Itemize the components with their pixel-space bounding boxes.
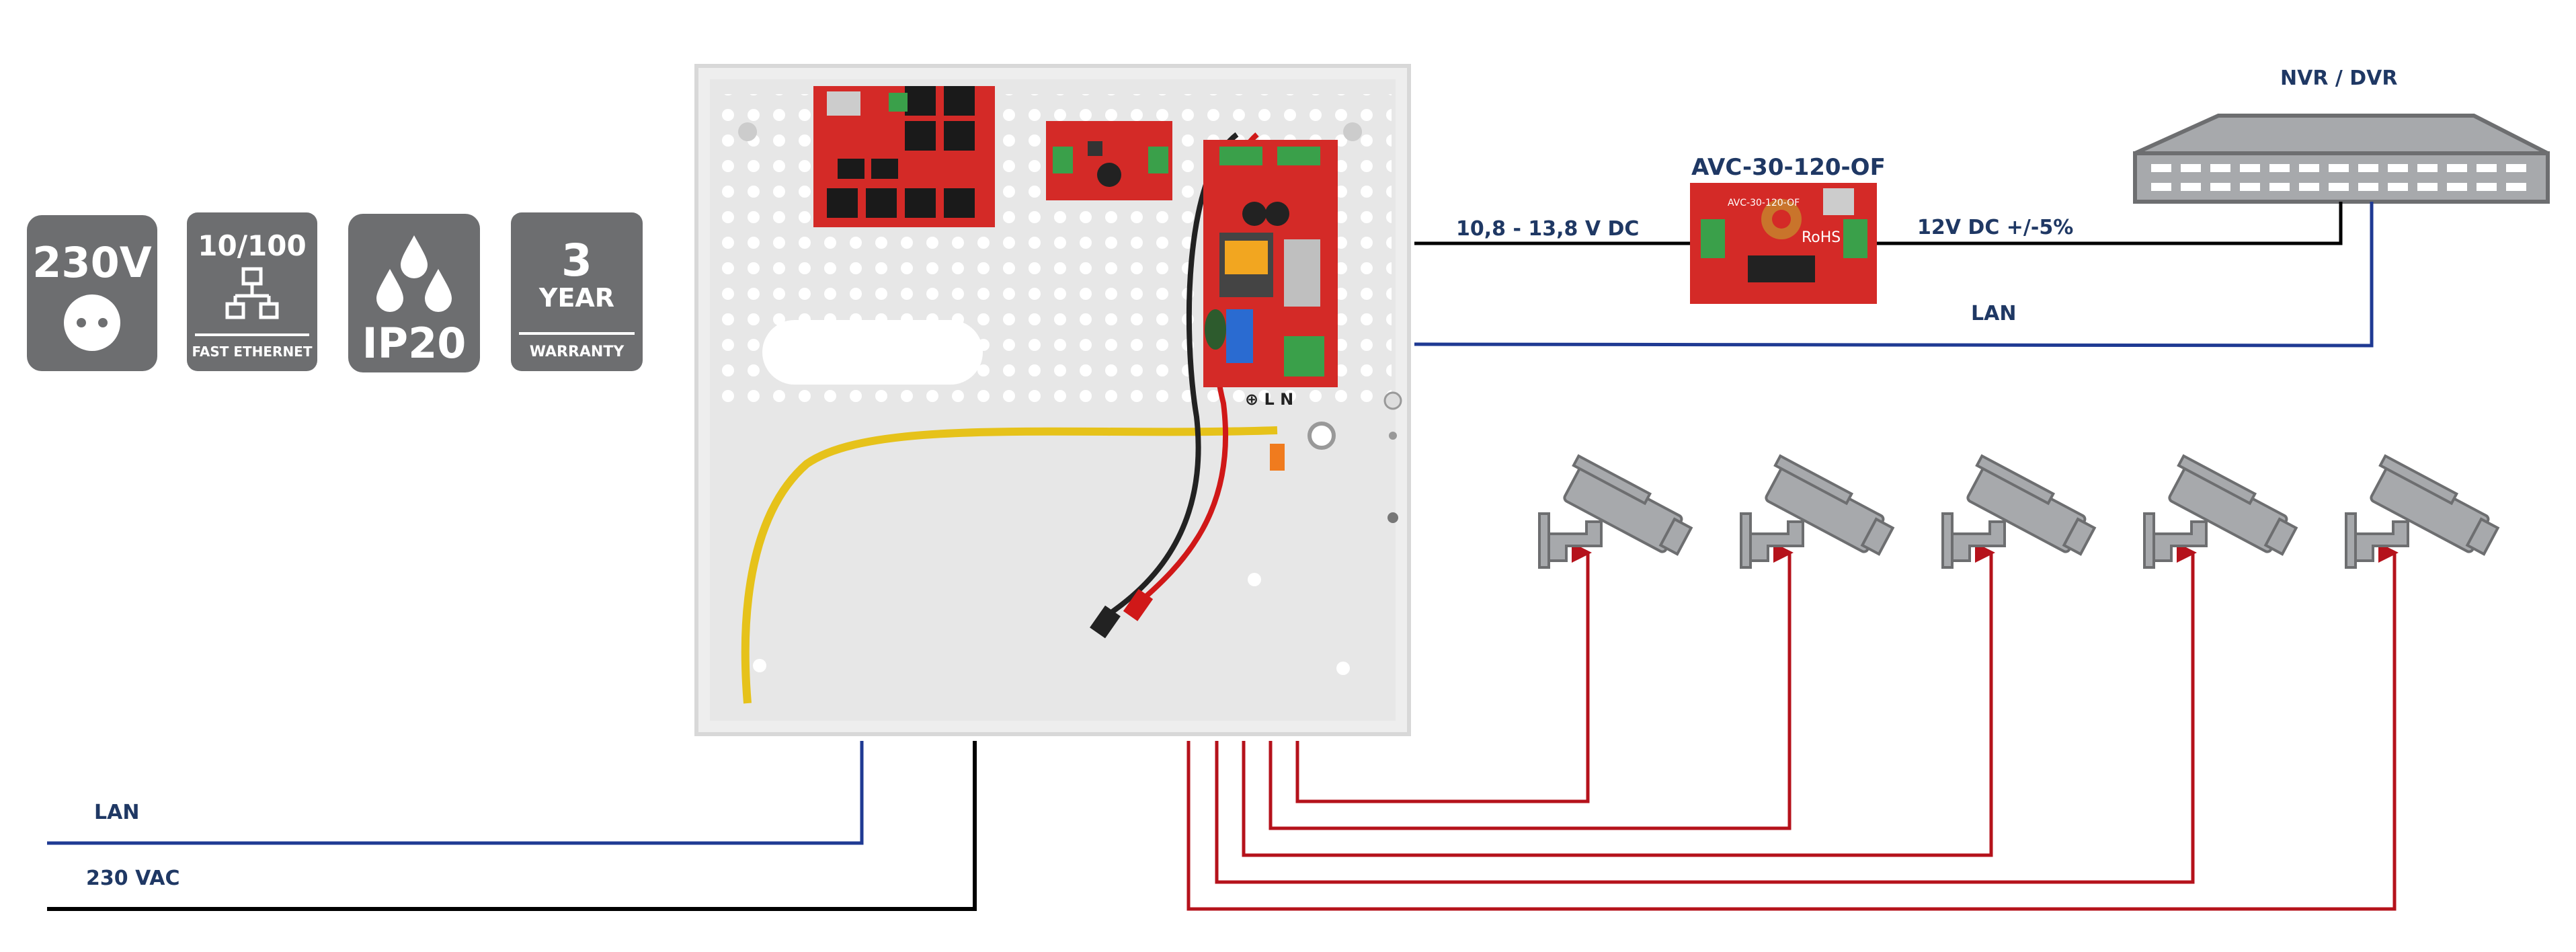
badge-230v-text: 230V	[32, 238, 151, 287]
camera-wire-5	[1186, 543, 2399, 911]
converter-title: AVC-30-120-OF	[1691, 154, 1886, 181]
badge-warranty-number: 3	[561, 235, 592, 286]
camera-wires	[1186, 543, 2399, 911]
lan-top-wire	[1414, 202, 2374, 348]
badge-ethernet: 10/100 FAST ETHERNET	[187, 212, 317, 371]
camera-wire-4	[1215, 543, 2197, 884]
network-icon	[225, 267, 279, 319]
badge-230v: 230V	[27, 215, 157, 371]
badge-ip20: IP20	[348, 214, 480, 372]
camera-icon	[1740, 454, 1900, 569]
lan-bottom-wire	[47, 741, 864, 845]
dc-output-wire	[1877, 202, 2343, 245]
camera-icon	[2345, 454, 2505, 569]
dc-output-label: 12V DC +/-5%	[1917, 216, 2073, 239]
socket-icon	[64, 294, 120, 351]
power-supply-board	[1203, 140, 1338, 387]
converter-board-text: AVC-30-120-OF	[1728, 198, 1800, 208]
camera-icon	[1941, 454, 2101, 569]
badge-warranty: 3 YEAR WARRANTY	[511, 212, 643, 371]
terminal-label: ⊕ L N	[1245, 390, 1293, 409]
camera-wire-3	[1242, 543, 1995, 857]
nvr-label: NVR / DVR	[2280, 67, 2398, 90]
badge-ethernet-text: 10/100	[198, 229, 306, 262]
converter-board: AVC-30-120-OF RoHS	[1690, 183, 1877, 304]
mains-wire	[47, 741, 977, 911]
lan-top-label: LAN	[1971, 302, 2016, 325]
droplets-icon	[376, 235, 452, 312]
camera-icon	[1538, 454, 1698, 569]
badge-warranty-caption: WARRANTY	[530, 344, 625, 360]
camera-wire-2	[1269, 543, 1794, 830]
poe-board	[1046, 121, 1172, 200]
dc-input-label: 10,8 - 13,8 V DC	[1456, 217, 1639, 241]
lan-bottom-label: LAN	[94, 801, 139, 824]
nvr-icon	[2133, 114, 2550, 204]
camera-wire-1	[1295, 543, 1592, 803]
camera-icon	[2143, 454, 2303, 569]
badge-ip20-text: IP20	[362, 319, 467, 368]
badge-ethernet-caption: FAST ETHERNET	[192, 344, 312, 360]
badge-warranty-unit: YEAR	[538, 283, 614, 313]
mains-label: 230 VAC	[86, 867, 179, 890]
converter-rohs: RoHS	[1802, 229, 1841, 246]
switch-board	[813, 86, 995, 227]
